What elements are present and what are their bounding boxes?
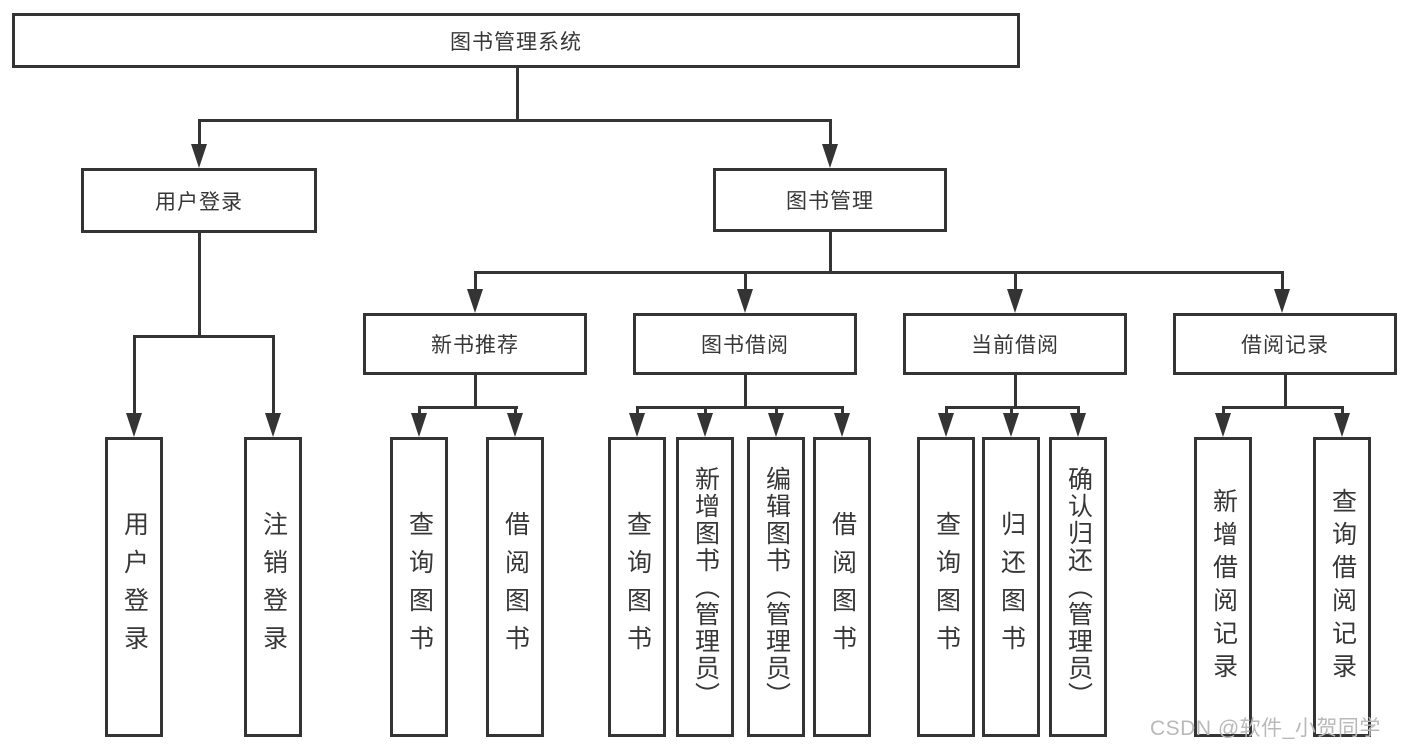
connector-group-hline [636, 406, 844, 409]
arrow-down-icon [191, 144, 207, 168]
arrow-down-icon [1334, 413, 1350, 437]
connector-user-login-trunk [198, 233, 201, 338]
arrow-down-icon [768, 413, 784, 437]
connector-line [198, 120, 201, 148]
connector-line [636, 406, 639, 415]
connector-line [1281, 272, 1284, 291]
leaf-return-book: 归还图书 [982, 437, 1040, 737]
arrow-down-icon [1003, 413, 1019, 437]
arrow-down-icon [1007, 289, 1023, 313]
arrow-down-icon [629, 413, 645, 437]
connector-group-hline [1222, 406, 1344, 409]
node-user-login: 用户登录 [81, 168, 317, 233]
node-book-borrowing: 图书借阅 [633, 313, 857, 375]
connector-line [1014, 272, 1017, 291]
connector-line [474, 272, 477, 291]
connector-line [272, 336, 275, 415]
arrow-down-icon [467, 289, 483, 313]
arrow-down-icon [938, 413, 954, 437]
node-borrowing-records: 借阅记录 [1173, 313, 1397, 375]
leaf-current-query-book: 查询图书 [917, 437, 975, 737]
arrow-down-icon [1070, 413, 1086, 437]
arrow-down-icon [822, 144, 838, 168]
leaf-recommend-borrow-book: 借阅图书 [486, 437, 544, 737]
connector-line [744, 375, 747, 409]
arrow-down-icon [411, 413, 427, 437]
connector-line [1014, 375, 1017, 409]
arrow-down-icon [697, 413, 713, 437]
arrow-down-icon [834, 413, 850, 437]
connector-line [829, 120, 832, 148]
leaf-add-borrow-record: 新增借阅记录 [1194, 437, 1252, 737]
connector-line [945, 406, 948, 415]
leaf-logout: 注销登录 [244, 437, 302, 737]
leaf-edit-book-admin: 编辑图书（管理员） [747, 437, 805, 737]
arrow-down-icon [507, 413, 523, 437]
arrow-down-icon [1274, 289, 1290, 313]
connector-line [514, 406, 517, 415]
connector-level1-hline [198, 119, 832, 122]
connector-book-mgmt-trunk [829, 232, 832, 274]
connector-line [1077, 406, 1080, 415]
arrow-down-icon [1215, 413, 1231, 437]
leaf-borrowing-query-book: 查询图书 [608, 437, 666, 737]
node-current-borrowing: 当前借阅 [903, 313, 1127, 375]
connector-group-hline [418, 406, 518, 409]
connector-root-trunk [516, 68, 519, 121]
leaf-recommend-query-book: 查询图书 [390, 437, 448, 737]
connector-level3-hline [474, 271, 1284, 274]
connector-line [1222, 406, 1225, 415]
connector-user-login-hline [133, 335, 275, 338]
connector-line [474, 375, 477, 409]
connector-line [1341, 406, 1344, 415]
connector-line [1284, 375, 1287, 409]
leaf-user-login: 用户登录 [105, 437, 163, 737]
leaf-query-borrow-record: 查询借阅记录 [1313, 437, 1371, 737]
connector-line [775, 406, 778, 415]
arrow-down-icon [737, 289, 753, 313]
leaf-confirm-return-admin: 确认归还（管理员） [1049, 437, 1107, 737]
connector-line [133, 336, 136, 415]
arrow-down-icon [126, 413, 142, 437]
node-new-book-recommendation: 新书推荐 [363, 313, 587, 375]
arrow-down-icon [265, 413, 281, 437]
node-book-management: 图书管理 [713, 168, 947, 232]
connector-line [418, 406, 421, 415]
connector-line [704, 406, 707, 415]
connector-line [841, 406, 844, 415]
connector-line [1010, 406, 1013, 415]
watermark: CSDN @软件_小贺同学 [1150, 717, 1381, 740]
leaf-add-book-admin: 新增图书（管理员） [676, 437, 734, 737]
connector-line [744, 272, 747, 291]
node-root: 图书管理系统 [12, 13, 1020, 68]
leaf-borrow-book: 借阅图书 [813, 437, 871, 737]
